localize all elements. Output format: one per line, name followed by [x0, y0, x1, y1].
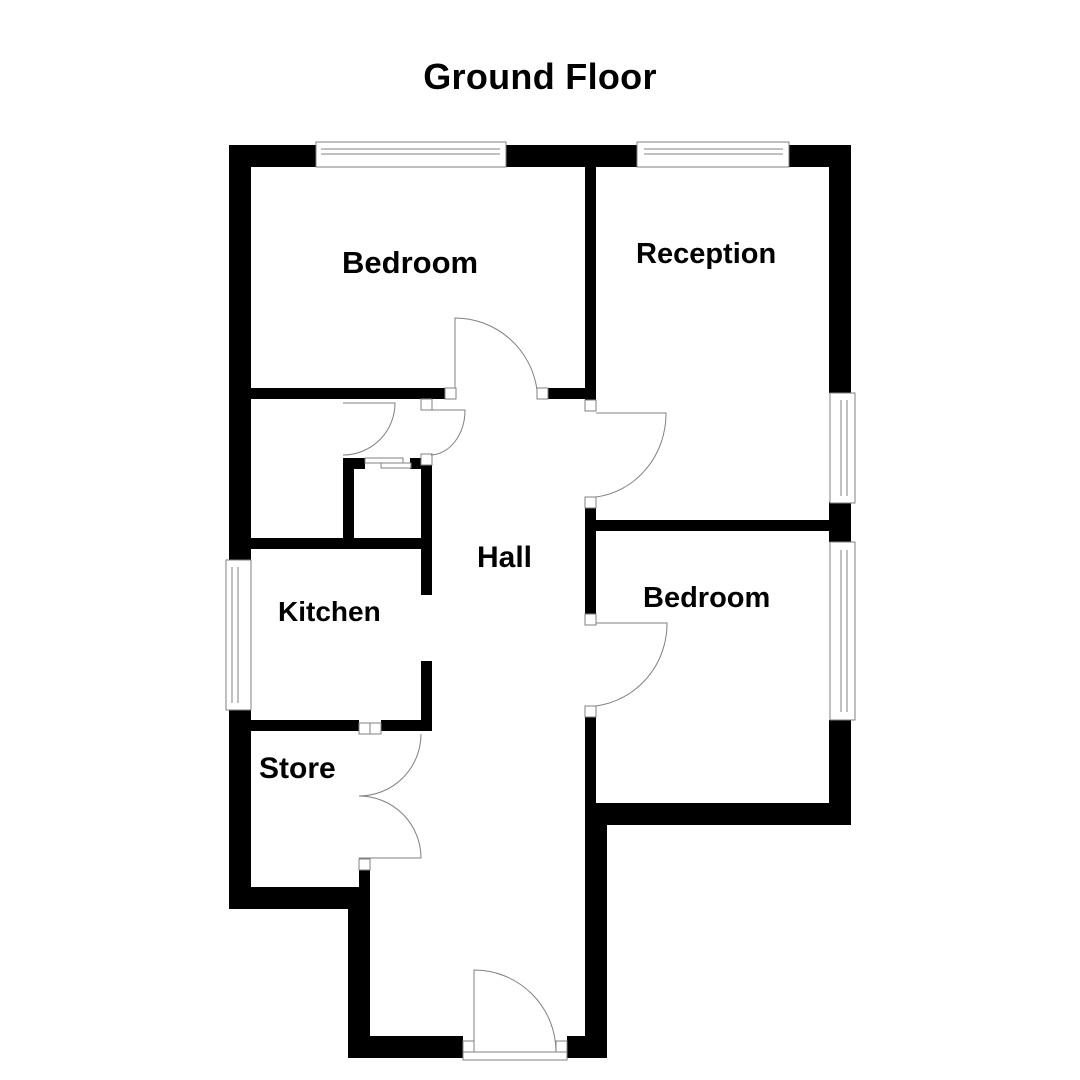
room-label-bedroom-2: Bedroom	[643, 582, 771, 614]
door-store	[358, 722, 422, 871]
exterior-walls	[229, 145, 851, 1058]
room-label-kitchen: Kitchen	[278, 596, 381, 627]
door-bedroom-2	[584, 613, 668, 718]
room-label-hall: Hall	[477, 541, 533, 574]
room-label-bedroom-1: Bedroom	[342, 245, 479, 280]
door-cupboard-right	[420, 398, 466, 466]
window-bedroom-1	[315, 141, 507, 168]
cupboard-sliding-door	[364, 457, 412, 469]
room-label-store: Store	[259, 752, 336, 785]
window-bedroom-2	[829, 541, 856, 721]
floor-title: Ground Floor	[423, 56, 657, 97]
door-reception	[584, 399, 667, 509]
door-bedroom-1	[444, 317, 549, 400]
doors	[342, 317, 668, 1061]
windows	[225, 141, 856, 721]
room-label-reception: Reception	[636, 238, 777, 270]
window-reception-side	[829, 392, 856, 504]
interior-walls	[251, 167, 829, 889]
door-cupboard-left	[342, 402, 396, 456]
door-front	[462, 969, 568, 1061]
window-kitchen	[225, 559, 252, 711]
window-reception	[636, 141, 790, 168]
